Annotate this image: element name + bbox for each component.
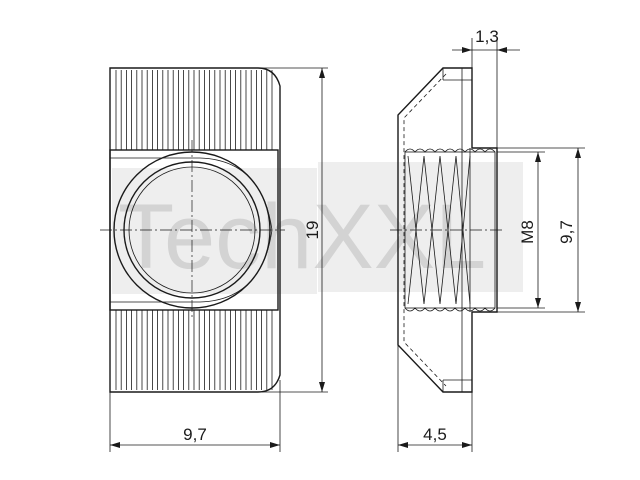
side-collar-label: 1,3 <box>475 27 499 46</box>
width-arrow-right <box>270 442 280 448</box>
side-view: 1,3 4,5 M8 9,7 <box>390 27 585 452</box>
front-height-label: 19 <box>303 221 322 240</box>
thread-size-label: M8 <box>518 220 537 244</box>
thickness-arrow-left <box>398 442 408 448</box>
front-view: 9,7 19 <box>100 67 328 452</box>
front-width-label: 9,7 <box>183 425 207 444</box>
watermark: TechXXL <box>112 162 523 294</box>
collar-arrow-right <box>497 47 507 53</box>
side-thickness-label: 4,5 <box>423 425 447 444</box>
side-height-arrow-top <box>575 148 581 158</box>
height-arrow-top <box>319 68 325 78</box>
height-arrow-bottom <box>319 382 325 392</box>
hidden-chamfer-edge <box>403 73 447 387</box>
thread-crest <box>404 307 496 312</box>
width-arrow-left <box>110 442 120 448</box>
knurling-ribs <box>115 70 273 390</box>
thread-arrow-top <box>535 152 541 162</box>
side-height-label: 9,7 <box>557 220 576 244</box>
thickness-arrow-right <box>462 442 472 448</box>
thread-arrow-bottom <box>535 298 541 308</box>
collar-arrow-left <box>462 47 472 53</box>
side-view-outline <box>397 67 498 393</box>
thread-crest <box>404 148 496 153</box>
side-height-arrow-bottom <box>575 302 581 312</box>
watermark-text: TechXXL <box>118 186 486 288</box>
